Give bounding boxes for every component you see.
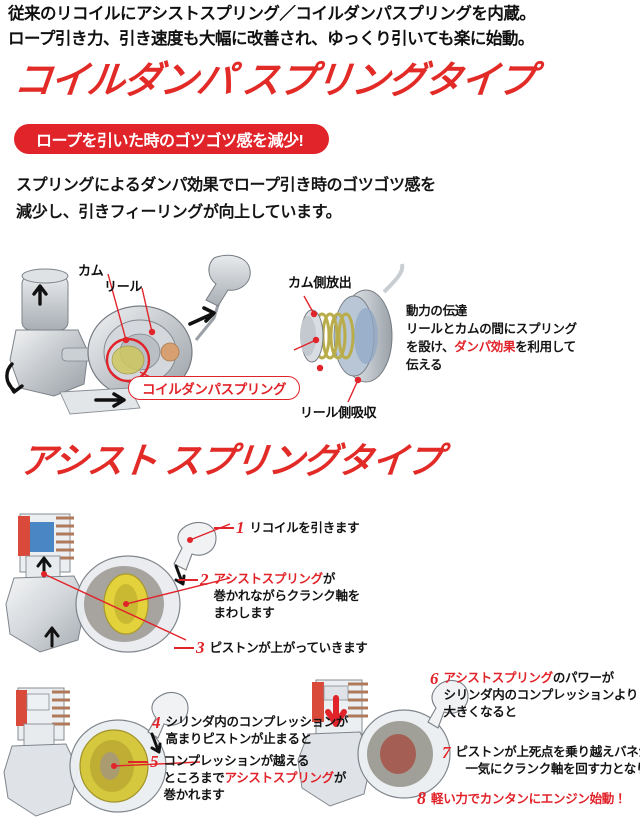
description-line-2: 減少し、引きフィーリングが向上しています。 xyxy=(16,204,342,221)
step-8-number: 8 xyxy=(417,788,426,808)
step-1: 1 リコイルを引きます xyxy=(236,518,360,537)
step-6-emphasis: アシストスプリング xyxy=(443,671,554,685)
intro-line-2: ロープ引き力、引き速度も大幅に改善され、ゆっくり引いても楽に始動。 xyxy=(8,30,534,48)
step-5-line-3: 巻かれます xyxy=(163,788,225,802)
step-6-body: アシストスプリングのパワーが シリンダ内のコンプレッションより 大きくなると xyxy=(444,670,639,721)
step-4-body: シリンダ内のコンプレッションが 高まりピストンが止まると xyxy=(166,714,349,748)
step-5: 5 コンプレッションが越える ところまでアシストスプリングが 巻かれます xyxy=(150,753,346,804)
step-7-number: 7 xyxy=(442,743,451,762)
step-6-line-2: シリンダ内のコンプレッションより xyxy=(443,688,639,702)
step-7: 7 ピストンが上死点を乗り越えバネが 一気にクランク軸を回す力となります xyxy=(442,744,640,778)
step-6-line-1-tail: のパワーが xyxy=(552,671,614,685)
label-reel: リール xyxy=(104,279,143,294)
step-2-emphasis: アシストスプリング xyxy=(213,572,324,586)
step-5-body: コンプレッションが越える ところまでアシストスプリングが 巻かれます xyxy=(164,753,347,804)
step-7-line-1: ピストンが上死点を乗り越えバネが xyxy=(455,745,640,759)
damper-spring-detail-illustration xyxy=(292,262,422,412)
note-line-3-b: を利用して xyxy=(515,340,576,354)
power-transmission-note: 動力の伝達 リールとカムの間にスプリング を設け、ダンパ効果を利用して 伝える xyxy=(406,302,606,374)
step-2-line-2: 巻かれながらクランク軸を xyxy=(213,589,361,603)
step-2-line-1-tail: が xyxy=(322,572,336,586)
step-5-line-2: ところまでアシストスプリングが xyxy=(164,770,347,787)
assist-spring-step-illustration-3 xyxy=(290,672,475,824)
assist-spring-heading: アシスト スプリングタイプ xyxy=(17,440,444,481)
step-5-line-1: コンプレッションが越える xyxy=(163,754,310,768)
step-5-leader-line xyxy=(128,761,148,763)
step-3-leader-line xyxy=(174,647,194,649)
step-7-body: ピストンが上死点を乗り越えバネが 一気にクランク軸を回す力となります xyxy=(456,744,640,778)
step-6: 6 アシストスプリングのパワーが シリンダ内のコンプレッションより 大きくなると xyxy=(430,670,638,721)
coil-damper-spring-callout: コイルダンパスプリング xyxy=(128,376,301,400)
step-5-emphasis: アシストスプリング xyxy=(224,771,335,785)
note-line-4: 伝える xyxy=(406,358,443,372)
step-4: 4 シリンダ内のコンプレッションが 高まりピストンが止まると xyxy=(152,714,348,748)
step-8-line-1: 軽い力でカンタンにエンジン始動！ xyxy=(431,792,627,806)
note-line-3-a: を設け、 xyxy=(406,340,455,354)
step-3-line-1: ピストンが上がっていきます xyxy=(209,641,368,655)
note-line-3: を設け、ダンパ効果を利用して xyxy=(406,338,606,356)
step-6-line-1: アシストスプリングのパワーが xyxy=(444,670,639,687)
step-2-leader-line xyxy=(178,579,198,581)
step-1-leader-line xyxy=(214,527,234,529)
step-7-line-2: 一気にクランク軸を回す力となります xyxy=(465,762,640,776)
step-1-body: リコイルを引きます xyxy=(250,519,360,537)
step-4-line-1: シリンダ内のコンプレッションが xyxy=(165,715,349,729)
note-line-2: リールとカムの間にスプリング xyxy=(406,322,577,336)
step-6-number: 6 xyxy=(430,669,439,688)
step-2-line-3: まわします xyxy=(213,606,275,620)
step-2-body: アシストスプリングが 巻かれながらクランク軸を まわします xyxy=(213,571,361,622)
step-5-number: 5 xyxy=(150,752,159,771)
step-8-body: 軽い力でカンタンにエンジン始動！ xyxy=(431,790,627,808)
description-line-1: スプリングによるダンパ効果でロープ引き時のゴツゴツ感を xyxy=(16,177,436,194)
step-1-number: 1 xyxy=(236,518,245,537)
coil-damper-description: スプリングによるダンパ効果でロープ引き時のゴツゴツ感を 減少し、引きフィーリング… xyxy=(16,172,616,226)
label-cam-release: カム側放出 xyxy=(288,275,352,290)
step-5-line-2-head: ところまで xyxy=(163,771,225,785)
step-5-line-2-tail: が xyxy=(333,771,347,785)
step-3-number: 3 xyxy=(196,638,205,657)
step-6-line-3: 大きくなると xyxy=(443,705,518,719)
rope-pull-badge: ロープを引いた時のゴツゴツ感を減少! xyxy=(14,124,330,154)
step-3-body: ピストンが上がっていきます xyxy=(210,639,368,657)
intro-paragraph: 従来のリコイルにアシストスプリング／コイルダンパスプリングを内蔵。 ロープ引き力… xyxy=(8,2,636,52)
step-3: 3 ピストンが上がっていきます xyxy=(196,638,368,657)
note-damper-effect-emphasis: ダンパ効果 xyxy=(454,340,516,354)
step-2-line-1: アシストスプリングが xyxy=(214,571,360,588)
label-reel-absorb: リール側吸収 xyxy=(300,405,377,420)
label-cam: カム xyxy=(78,263,104,278)
note-line-1: 動力の伝達 xyxy=(406,304,468,318)
intro-line-1: 従来のリコイルにアシストスプリング／コイルダンパスプリングを内蔵。 xyxy=(8,5,536,23)
step-4-number: 4 xyxy=(152,713,161,732)
assist-spring-step-illustration-2 xyxy=(0,678,200,825)
step-2-number: 2 xyxy=(200,570,209,589)
step-8: 8 軽い力でカンタンにエンジン始動！ xyxy=(417,788,627,808)
step-4-line-2: 高まりピストンが止まると xyxy=(165,732,313,746)
step-2: 2 アシストスプリングが 巻かれながらクランク軸を まわします xyxy=(200,571,360,622)
recoil-starter-cutaway-illustration xyxy=(0,248,400,423)
coil-damper-heading: コイルダンパ スプリングタイプ xyxy=(11,60,537,102)
step-1-line-1: リコイルを引きます xyxy=(249,521,360,535)
assist-spring-step-illustration-1 xyxy=(0,500,230,675)
